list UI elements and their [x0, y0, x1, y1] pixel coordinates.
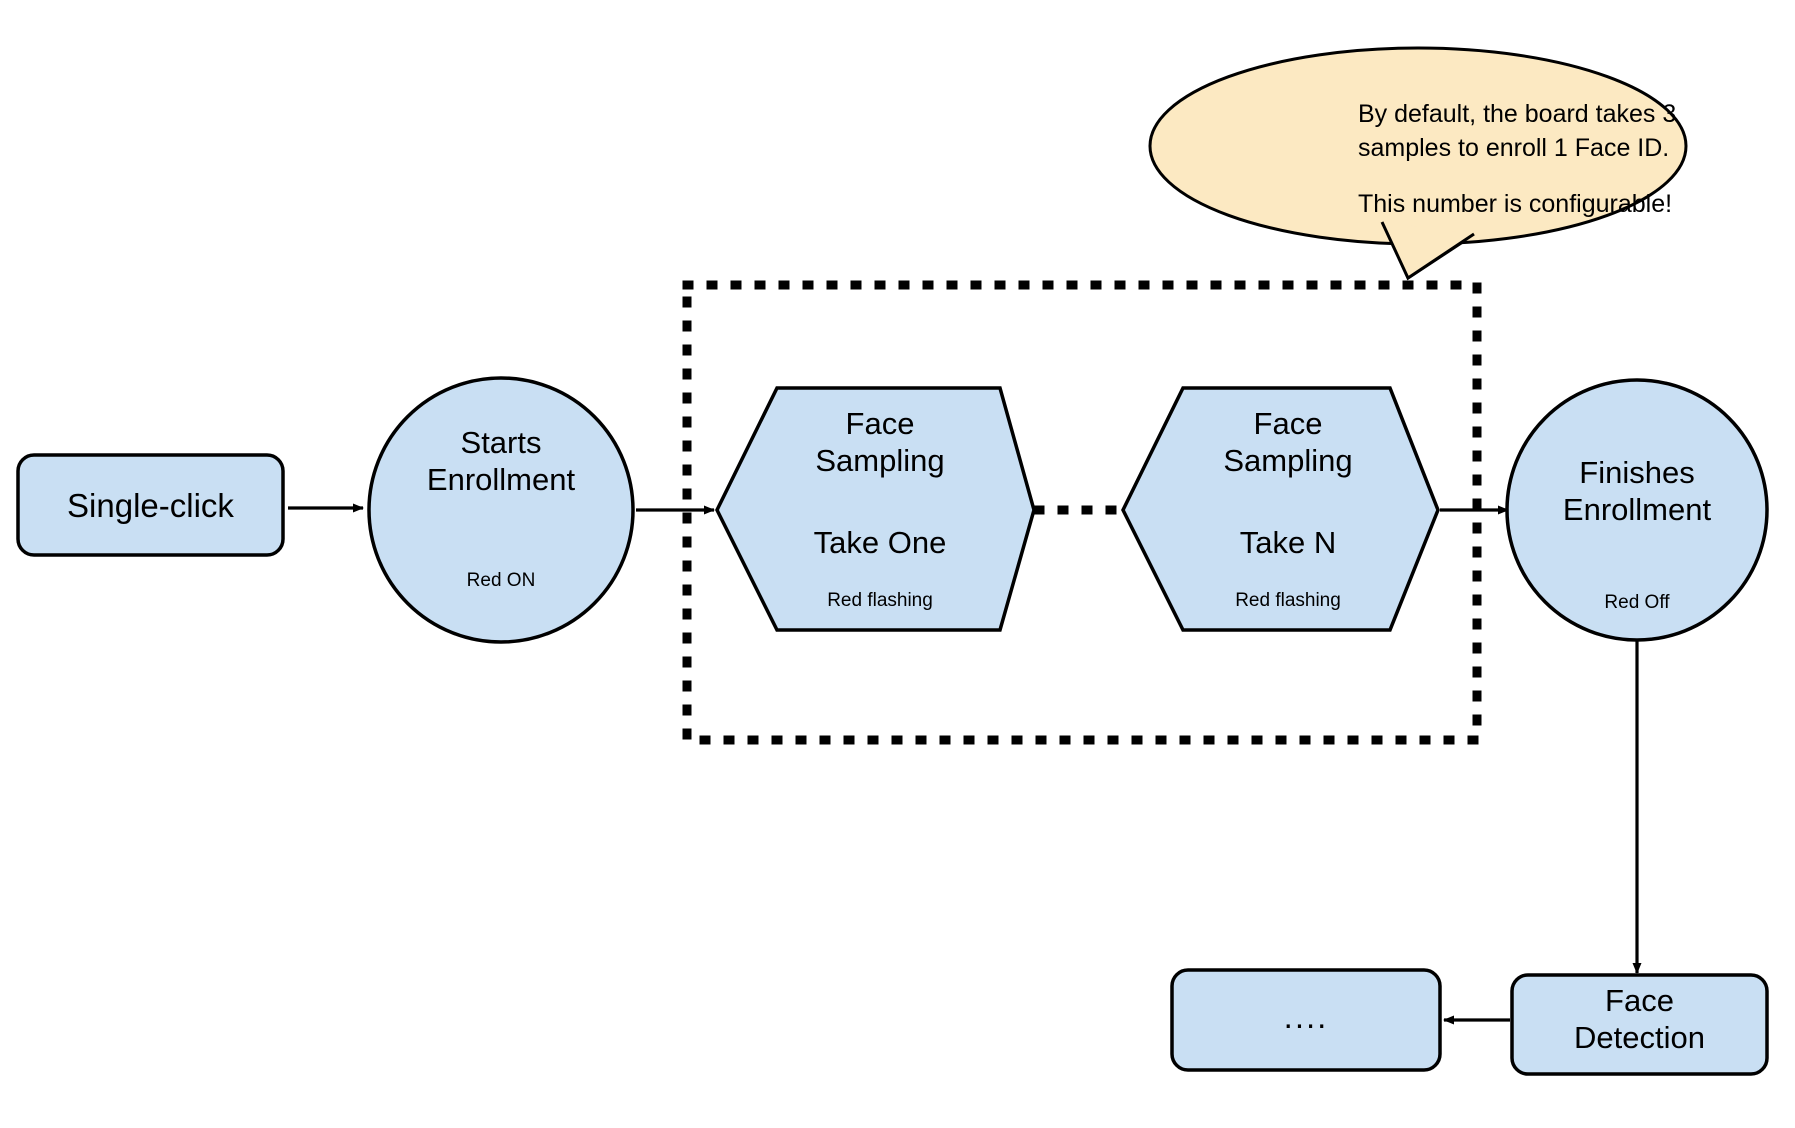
callout-bubble	[1148, 46, 1688, 246]
node-face-detection-shape[interactable]	[1510, 973, 1769, 1076]
node-finishes-enrollment-shape[interactable]	[1505, 378, 1769, 642]
node-starts-enrollment-shape[interactable]	[367, 376, 635, 644]
node-more-steps-shape[interactable]	[1170, 968, 1442, 1072]
face-sampling-group-border	[682, 280, 1482, 745]
node-single-click-shape[interactable]	[16, 453, 285, 557]
node-face-sampling-n-shape[interactable]	[1121, 386, 1440, 632]
callout-tail-overlay	[1380, 221, 1475, 281]
node-face-sampling-one-shape[interactable]	[715, 386, 1036, 632]
